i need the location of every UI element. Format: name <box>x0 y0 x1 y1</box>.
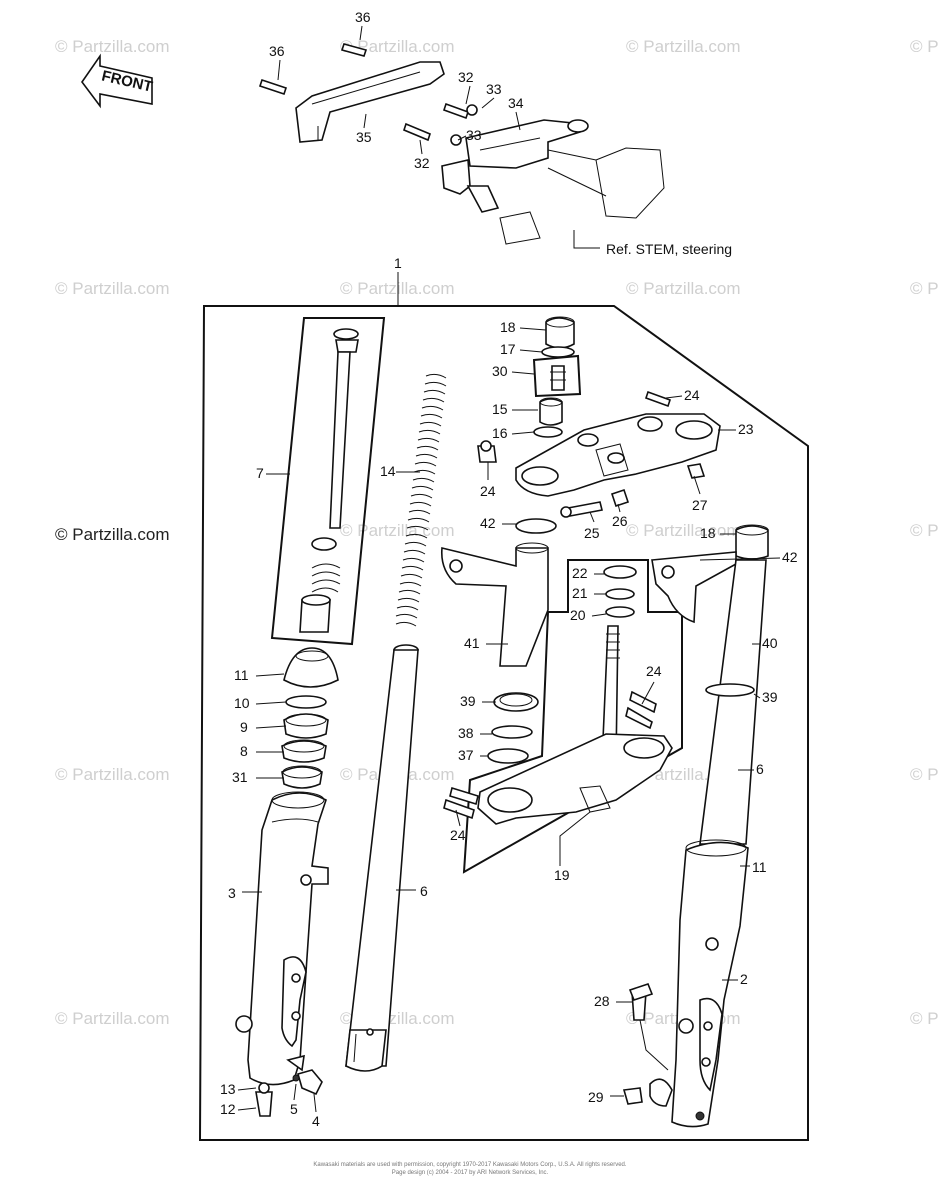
callout-6: 6 <box>756 761 764 777</box>
callout-11: 11 <box>752 859 767 875</box>
callout-33: 33 <box>466 127 482 143</box>
callout-41: 41 <box>464 635 480 651</box>
watermarks: © Partzilla.com © Partzilla.com © Partzi… <box>55 37 939 1028</box>
callout-4: 4 <box>312 1113 320 1129</box>
callout-33: 33 <box>486 81 502 97</box>
callout-36: 36 <box>355 9 371 25</box>
callout-28: 28 <box>594 993 610 1009</box>
callout-32: 32 <box>458 69 474 85</box>
callout-18: 18 <box>700 525 716 541</box>
callout-9: 9 <box>240 719 248 735</box>
callout-10: 10 <box>234 695 250 711</box>
footer-copyright: Kawasaki materials are used with permiss… <box>313 1162 626 1168</box>
watermark: © Partzilla.com <box>910 279 939 298</box>
callout-14: 14 <box>380 463 396 479</box>
watermark: © Partzilla.com <box>910 765 939 784</box>
callout-38: 38 <box>458 725 474 741</box>
callout-19: 19 <box>554 867 570 883</box>
callout-27: 27 <box>692 497 708 513</box>
callout-30: 30 <box>492 363 508 379</box>
reference-note: Ref. STEM, steering <box>606 241 732 257</box>
leader-lines <box>237 25 781 1113</box>
headlight-bracket-left <box>440 518 557 764</box>
callout-3: 3 <box>228 885 236 901</box>
footer-design-credit: Page design (c) 2004 - 2017 by ARI Netwo… <box>392 1170 549 1176</box>
callout-17: 17 <box>500 341 516 357</box>
callout-26: 26 <box>612 513 628 529</box>
fork-spring <box>395 373 447 627</box>
callout-39: 39 <box>460 693 476 709</box>
callout-34: 34 <box>508 95 524 111</box>
front-arrow-icon: FRONT <box>81 53 154 109</box>
watermark: © Partzilla.com <box>55 37 170 56</box>
callout-15: 15 <box>492 401 508 417</box>
callout-6: 6 <box>420 883 428 899</box>
callout-12: 12 <box>220 1101 236 1117</box>
callout-20: 20 <box>570 607 586 623</box>
fork-seals-stack <box>281 647 339 789</box>
callout-29: 29 <box>588 1089 604 1105</box>
callout-24: 24 <box>480 483 496 499</box>
fork-damper-rod <box>299 328 359 633</box>
stem-top-parts <box>532 316 582 438</box>
callout-32: 32 <box>414 155 430 171</box>
callout-31: 31 <box>232 769 248 785</box>
upper-triple-clamp <box>477 390 721 518</box>
fork-assembly-right <box>622 524 769 1128</box>
parts-group-frame <box>198 305 809 1141</box>
callout-18: 18 <box>500 319 516 335</box>
callout-11: 11 <box>234 667 249 683</box>
callout-25: 25 <box>584 525 600 541</box>
callout-5: 5 <box>290 1101 298 1117</box>
callout-40: 40 <box>762 635 778 651</box>
callout-21: 21 <box>572 585 588 601</box>
watermark: © Partzilla.com <box>55 279 170 298</box>
callout-22: 22 <box>572 565 588 581</box>
callout-7: 7 <box>256 465 264 481</box>
watermark: © Partzilla.com <box>340 521 455 540</box>
stem-frame <box>462 559 683 874</box>
watermark: © Partzilla.com <box>626 521 741 540</box>
callout-36: 36 <box>269 43 285 59</box>
callout-24: 24 <box>684 387 700 403</box>
watermark: © Partzilla.com <box>55 765 170 784</box>
callout-35: 35 <box>356 129 372 145</box>
callouts: 36 36 35 32 33 34 33 32 1 18 17 30 15 16… <box>220 9 798 1129</box>
watermark: © Partzilla.com <box>626 279 741 298</box>
callout-42: 42 <box>480 515 496 531</box>
handlebar-clamp-assembly: Ref. STEM, steering <box>258 43 732 257</box>
watermark: © Partzilla.com <box>910 37 939 56</box>
watermark: © Partzilla.com <box>626 37 741 56</box>
watermark: © Partzilla.com <box>340 279 455 298</box>
callout-42: 42 <box>782 549 798 565</box>
callout-1: 1 <box>394 255 402 271</box>
watermark: © Partzilla.com <box>910 521 939 540</box>
callout-39: 39 <box>762 689 778 705</box>
fork-outer-leg-left <box>235 791 329 1117</box>
watermark: © Partzilla.com <box>910 1009 939 1028</box>
callout-23: 23 <box>738 421 754 437</box>
callout-24: 24 <box>646 663 662 679</box>
callout-13: 13 <box>220 1081 236 1097</box>
callout-16: 16 <box>492 425 508 441</box>
callout-8: 8 <box>240 743 248 759</box>
callout-24: 24 <box>450 827 466 843</box>
callout-2: 2 <box>740 971 748 987</box>
fork-internals-frame <box>270 317 386 646</box>
watermark: © Partzilla.com <box>55 1009 170 1028</box>
lower-triple-clamp-stem <box>443 565 673 825</box>
watermark-main: © Partzilla.com <box>55 525 170 544</box>
fork-inner-tube-left <box>345 644 419 1072</box>
callout-37: 37 <box>458 747 474 763</box>
watermark: © Partzilla.com <box>340 37 455 56</box>
